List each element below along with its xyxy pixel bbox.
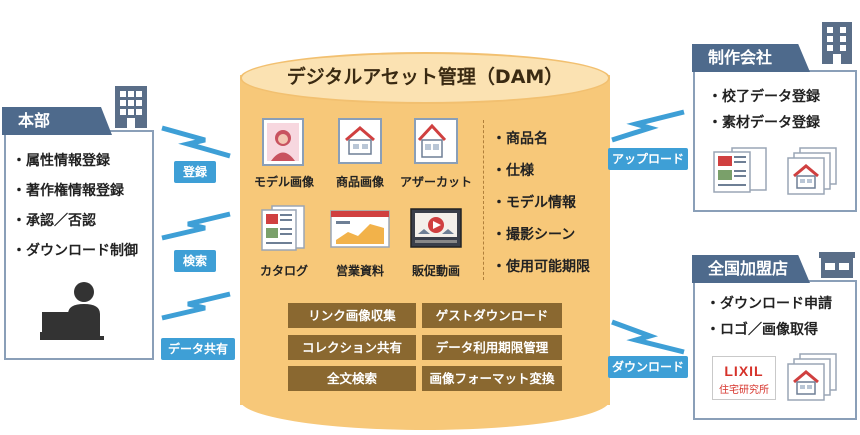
catalog-icon xyxy=(258,204,308,256)
bolt-share xyxy=(161,291,231,321)
func-link-image-collect[interactable]: リンク画像収集 xyxy=(288,303,416,328)
search-label: 検索 xyxy=(174,250,216,272)
dam-title: デジタルアセット管理（DAM） xyxy=(286,66,564,88)
sales-chart-icon xyxy=(330,210,390,252)
attribute-item: ・撮影シーン xyxy=(492,227,576,243)
attribute-divider xyxy=(483,120,484,280)
honbu-item: ・ダウンロード制御 xyxy=(12,243,138,259)
product-images-stack-icon xyxy=(786,146,840,200)
func-guest-download[interactable]: ゲストダウンロード xyxy=(422,303,562,328)
kameiten-title: 全国加盟店 xyxy=(692,255,810,283)
thumb-label-sales: 営業資料 xyxy=(335,264,384,278)
attribute-item: ・商品名 xyxy=(492,131,548,147)
office-building-icon xyxy=(820,20,854,70)
bolt-upload xyxy=(611,109,685,143)
thumb-label-othercut: アザーカット xyxy=(399,175,472,189)
register-label: 登録 xyxy=(174,161,216,183)
lixil-logo-sub: 住宅研究所 xyxy=(719,385,769,396)
video-icon xyxy=(410,208,462,252)
kameiten-list: ・ダウンロード申請 ・ロゴ／画像取得 xyxy=(706,291,832,343)
attribute-list: ・商品名 ・仕様 ・モデル情報 ・撮影シーン ・使用可能期限 xyxy=(492,123,590,283)
user-at-laptop-icon xyxy=(40,280,110,346)
func-collection-share[interactable]: コレクション共有 xyxy=(288,335,416,360)
honbu-title: 本部 xyxy=(2,107,112,135)
product-house-icon xyxy=(338,118,382,168)
bolt-register xyxy=(161,125,231,159)
bolt-download xyxy=(611,319,685,355)
honbu-item: ・属性情報登録 xyxy=(12,153,110,169)
func-fulltext-search[interactable]: 全文検索 xyxy=(288,366,416,391)
lixil-logo: LIXIL 住宅研究所 xyxy=(712,356,776,400)
catalog-icon xyxy=(712,146,770,198)
dam-cylinder-top xyxy=(240,52,610,104)
honbu-list: ・属性情報登録 ・著作権情報登録 ・承認／否認 ・ダウンロード制御 xyxy=(12,146,138,266)
seisaku-item: ・素材データ登録 xyxy=(708,115,820,131)
house-photo-icon xyxy=(414,118,458,168)
func-format-convert[interactable]: 画像フォーマット変換 xyxy=(422,366,562,391)
kameiten-item: ・ロゴ／画像取得 xyxy=(706,322,818,338)
thumb-label-video: 販促動画 xyxy=(411,264,460,278)
kameiten-item: ・ダウンロード申請 xyxy=(706,296,832,312)
product-images-stack-icon xyxy=(786,352,840,406)
thumb-label-catalog: カタログ xyxy=(259,264,308,278)
seisaku-title: 制作会社 xyxy=(692,44,810,72)
thumb-label-model: モデル画像 xyxy=(253,175,314,189)
attribute-item: ・使用可能期限 xyxy=(492,259,590,275)
store-icon xyxy=(818,250,856,284)
bolt-search xyxy=(161,211,231,241)
thumb-label-product: 商品画像 xyxy=(335,175,384,189)
func-expiry-management[interactable]: データ利用期限管理 xyxy=(422,335,562,360)
model-portrait-icon xyxy=(262,118,304,170)
seisaku-list: ・校了データ登録 ・素材データ登録 xyxy=(708,84,820,136)
lixil-logo-text: LIXIL xyxy=(724,363,764,379)
attribute-item: ・モデル情報 xyxy=(492,195,576,211)
attribute-item: ・仕様 xyxy=(492,163,534,179)
upload-label: アップロード xyxy=(608,148,688,170)
data-share-label: データ共有 xyxy=(161,338,235,360)
download-label: ダウンロード xyxy=(608,356,688,378)
honbu-item: ・著作権情報登録 xyxy=(12,183,124,199)
honbu-item: ・承認／否認 xyxy=(12,213,96,229)
office-building-icon xyxy=(113,84,149,134)
seisaku-item: ・校了データ登録 xyxy=(708,89,820,105)
